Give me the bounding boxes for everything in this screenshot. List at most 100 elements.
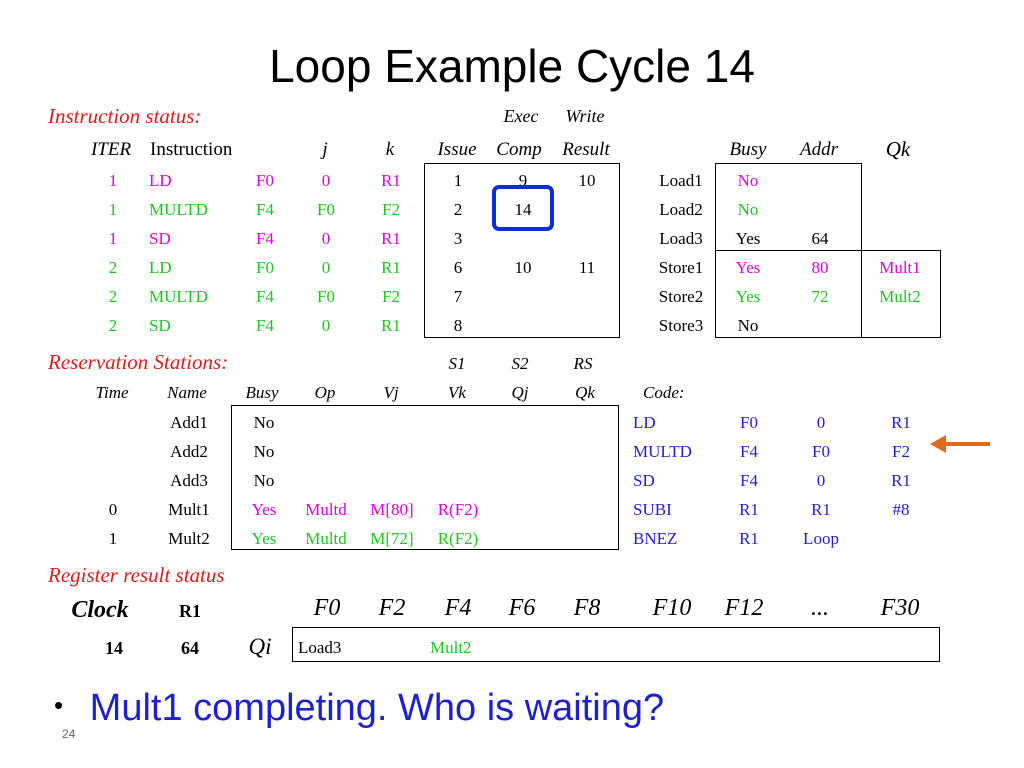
hdr-rs-qj: Qj	[511, 383, 529, 402]
instr-result: 10	[578, 171, 596, 190]
code-cell: F2	[892, 442, 910, 461]
code-heading: Code:	[643, 383, 685, 402]
buffer-busy: No	[737, 171, 759, 190]
buffer-top-border	[715, 163, 862, 164]
rs-busy: Yes	[251, 529, 277, 548]
r1-value: 64	[181, 638, 199, 658]
register-header: F30	[880, 595, 920, 621]
hdr-k: k	[385, 139, 395, 160]
instr-iter: 1	[108, 229, 118, 248]
rs-vk: R(F2)	[437, 500, 479, 519]
rs-name: Mult1	[168, 500, 210, 519]
buffer-right-border	[940, 250, 941, 338]
instr-iter: 1	[108, 200, 118, 219]
hdr-rs-vk: Vk	[448, 383, 466, 402]
buffer-busy: Yes	[735, 258, 761, 277]
code-cell: R1	[891, 471, 911, 490]
hdr-rs-name: Name	[167, 383, 207, 402]
s1-label: S1	[448, 354, 466, 373]
reservation-stations-box	[231, 405, 619, 550]
code-cell: Loop	[803, 529, 839, 548]
instr-k: R1	[381, 258, 401, 277]
instr-j: 0	[321, 171, 331, 190]
rs-busy: No	[253, 471, 275, 490]
qi-label: Qi	[248, 634, 272, 659]
instr-dest: F4	[256, 200, 274, 219]
buffer-addr: 72	[811, 287, 829, 306]
buffer-busy: No	[737, 316, 759, 335]
instr-k: R1	[381, 171, 401, 190]
code-cell: R1	[891, 413, 911, 432]
instr-op: LD	[149, 171, 172, 190]
store-top-border	[715, 250, 941, 251]
instruction-timing-box	[424, 163, 620, 338]
register-header: F12	[724, 595, 764, 621]
hdr-rs-vj: Vj	[383, 383, 399, 402]
slide-number: 24	[62, 727, 76, 741]
buffer-name: Load3	[659, 229, 703, 248]
code-cell: SUBI	[633, 500, 672, 519]
instr-issue: 3	[453, 229, 463, 248]
code-cell: F0	[812, 442, 830, 461]
buffer-busy: No	[737, 200, 759, 219]
register-header: F6	[508, 595, 536, 621]
arrow-left-icon	[930, 435, 990, 453]
code-cell: SD	[633, 471, 655, 490]
hdr-buffer-busy: Busy	[729, 139, 767, 160]
register-header: ...	[811, 595, 829, 621]
hdr-instruction: Instruction	[150, 139, 233, 160]
instr-issue: 6	[453, 258, 463, 277]
register-header: F0	[313, 595, 341, 621]
hdr-result: Result	[562, 139, 610, 160]
code-cell: F0	[740, 413, 758, 432]
buffer-busy: Yes	[735, 287, 761, 306]
hdr-j: j	[322, 139, 328, 160]
clock-value: 14	[105, 638, 123, 658]
instr-iter: 2	[108, 287, 118, 306]
code-cell: LD	[633, 413, 656, 432]
buffer-qk: Mult1	[879, 258, 921, 277]
instr-issue: 2	[453, 200, 463, 219]
code-cell: R1	[811, 500, 831, 519]
code-cell: BNEZ	[633, 529, 678, 548]
s2-label: S2	[511, 354, 529, 373]
buffer-name: Load1	[659, 171, 703, 190]
instr-dest: F0	[256, 171, 274, 190]
comp-highlight	[492, 185, 554, 231]
code-cell: R1	[739, 529, 759, 548]
instr-j: 0	[321, 229, 331, 248]
instr-dest: F4	[256, 229, 274, 248]
rs-busy: No	[253, 442, 275, 461]
rs-busy: No	[253, 413, 275, 432]
instr-comp: 9	[518, 171, 528, 190]
instr-op: SD	[149, 229, 171, 248]
instr-dest: F0	[256, 258, 274, 277]
buffer-addr: 80	[811, 258, 829, 277]
register-header: F2	[378, 595, 406, 621]
register-status-heading: Register result status	[48, 563, 225, 587]
instr-j: F0	[317, 200, 335, 219]
buffer-qk: Mult2	[879, 287, 921, 306]
buffer-name: Load2	[659, 200, 703, 219]
register-header: F8	[573, 595, 601, 621]
instr-iter: 2	[108, 316, 118, 335]
hdr-comp: Comp	[496, 139, 542, 160]
rs-name: Add2	[170, 442, 208, 461]
rs-time: 0	[108, 500, 118, 519]
instr-op: MULTD	[149, 287, 208, 306]
instr-k: F2	[382, 287, 400, 306]
instr-issue: 7	[453, 287, 463, 306]
instr-k: R1	[381, 229, 401, 248]
instr-op: LD	[149, 258, 172, 277]
code-cell: MULTD	[633, 442, 692, 461]
code-cell: R1	[739, 500, 759, 519]
rs-busy: Yes	[251, 500, 277, 519]
register-header: F10	[652, 595, 692, 621]
buffer-name: Store1	[658, 258, 704, 277]
rs-op: Multd	[305, 529, 347, 548]
buffer-name: Store3	[658, 316, 704, 335]
hdr-issue: Issue	[437, 139, 477, 160]
code-cell: F4	[740, 471, 758, 490]
rs-vk: R(F2)	[437, 529, 479, 548]
rs-label: RS	[573, 354, 593, 373]
